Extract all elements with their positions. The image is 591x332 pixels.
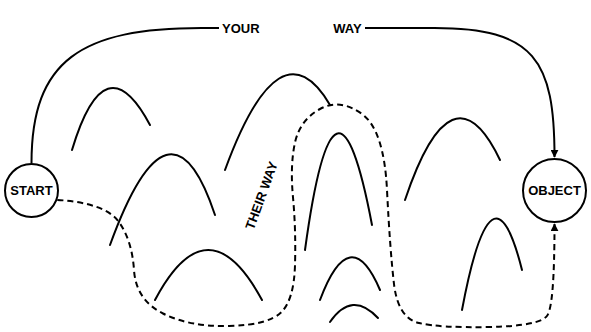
- mountain: [462, 219, 522, 310]
- node-label: OBJECT: [528, 183, 581, 198]
- mountain: [320, 257, 380, 300]
- mountain: [72, 88, 150, 150]
- dashed-route: [57, 105, 554, 328]
- solid-route: [32, 28, 555, 163]
- mountain: [405, 118, 500, 200]
- mountain: [155, 250, 262, 300]
- mountain: [110, 154, 215, 245]
- route-label: YOUR WAY: [219, 21, 365, 36]
- circle-node: OBJECT: [522, 158, 587, 223]
- circle-node: START: [4, 163, 59, 218]
- node-label: START: [10, 183, 52, 198]
- route-label: THEIR WAY: [241, 157, 281, 235]
- mountain: [225, 74, 330, 170]
- mountain: [305, 133, 372, 250]
- mountain: [330, 305, 378, 322]
